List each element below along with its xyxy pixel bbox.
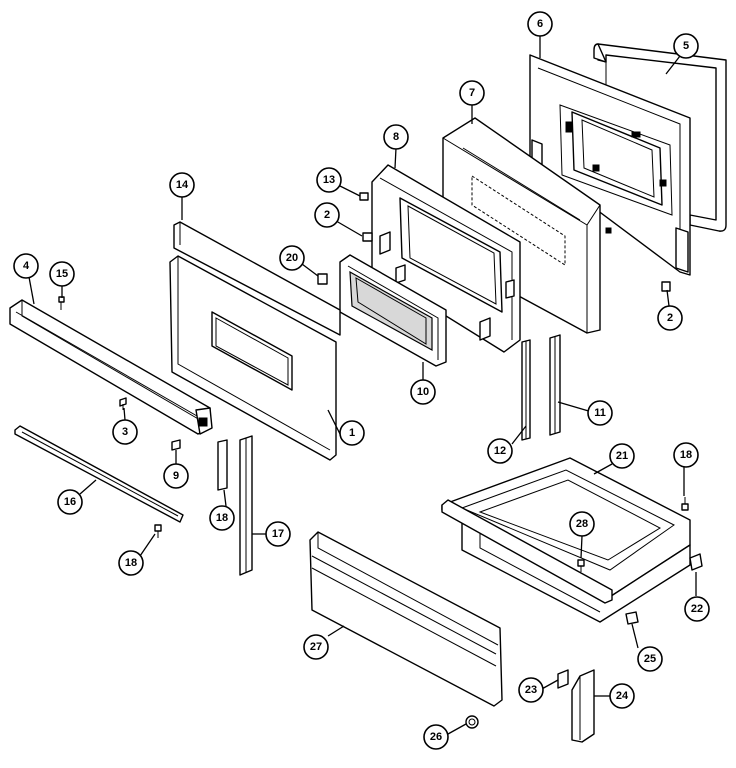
callout-label: 6 (537, 18, 543, 30)
drawer-front-panel-part (309, 531, 503, 707)
callout-label: 14 (176, 179, 189, 191)
callout-label: 2 (324, 209, 330, 221)
outer-door-panel-part (169, 255, 337, 461)
callout-label: 9 (173, 470, 179, 482)
callout-label: 4 (23, 260, 30, 272)
bumper-26 (465, 715, 479, 729)
callout-label: 18 (680, 449, 692, 461)
callout-label: 24 (616, 690, 629, 702)
callout-6: 6 (527, 11, 553, 37)
callout-label: 11 (594, 407, 606, 419)
callout-21: 21 (609, 443, 635, 469)
screw-3 (119, 397, 127, 407)
callout-label: 12 (494, 445, 506, 457)
callout-18b: 18 (118, 550, 144, 576)
clip-23 (557, 669, 569, 689)
callout-18a: 18 (209, 505, 235, 531)
callout-label: 28 (576, 518, 588, 530)
callout-4: 4 (13, 253, 39, 279)
screw-28 (577, 559, 585, 567)
callout-17: 17 (265, 521, 291, 547)
left-side-trim-part (239, 435, 253, 576)
callout-label: 1 (349, 427, 355, 439)
callout-11: 11 (587, 400, 613, 426)
small-side-trim-part (217, 439, 228, 491)
callout-label: 22 (691, 603, 703, 615)
callout-label: 7 (469, 87, 475, 99)
door-channel-left-part (521, 339, 531, 441)
callout-7: 7 (459, 80, 485, 106)
callout-1: 1 (339, 420, 365, 446)
clip-22 (689, 553, 703, 571)
door-trim-strip-part (173, 221, 341, 336)
callout-9: 9 (163, 463, 189, 489)
callout-18c: 18 (673, 442, 699, 468)
callout-label: 13 (323, 174, 335, 186)
callout-label: 26 (430, 731, 442, 743)
callout-label: 21 (616, 450, 628, 462)
door-handle-part (9, 299, 213, 435)
door-inner-frame-part (371, 164, 521, 353)
storage-drawer-part (441, 457, 691, 623)
callout-23: 23 (518, 677, 544, 703)
callout-label: 10 (417, 386, 429, 398)
drawer-side-bracket-part (571, 669, 595, 743)
small-hardware-parts (58, 192, 703, 729)
inner-door-panel-part (529, 54, 691, 276)
callout-label: 20 (286, 252, 298, 264)
door-channel-right-part (549, 334, 561, 436)
leader-lines (28, 36, 697, 735)
callout-3: 3 (112, 419, 138, 445)
callout-8: 8 (383, 124, 409, 150)
callout-label: 18 (216, 512, 228, 524)
callout-22: 22 (684, 596, 710, 622)
callout-20: 20 (279, 245, 305, 271)
screw-18 (154, 524, 162, 532)
clip-2b (661, 281, 671, 292)
lower-trim-bar-part (14, 425, 184, 523)
callout-24: 24 (609, 683, 635, 709)
callout-27: 27 (303, 634, 329, 660)
clip-2 (362, 232, 373, 242)
callout-5: 5 (673, 33, 699, 59)
callout-15: 15 (49, 261, 75, 287)
screw-18b (681, 503, 689, 511)
callout-label: 5 (683, 40, 689, 52)
callout-label: 25 (644, 653, 656, 665)
callout-2a: 2 (314, 202, 340, 228)
callout-28: 28 (569, 511, 595, 537)
callout-label: 16 (64, 496, 76, 508)
clip-13 (359, 192, 369, 201)
callout-14: 14 (169, 172, 195, 198)
callout-label: 18 (125, 557, 137, 569)
callout-13: 13 (316, 167, 342, 193)
callout-12: 12 (487, 438, 513, 464)
clip-9 (171, 439, 181, 451)
callout-label: 15 (56, 268, 68, 280)
clip-25 (625, 611, 639, 625)
callout-label: 23 (525, 684, 537, 696)
callout-26: 26 (423, 724, 449, 750)
callout-2b: 2 (657, 305, 683, 331)
callout-label: 2 (667, 312, 673, 324)
callout-25: 25 (637, 646, 663, 672)
callout-label: 27 (310, 641, 322, 653)
clip-20 (317, 273, 328, 285)
callout-label: 3 (122, 426, 128, 438)
callout-label: 8 (393, 131, 399, 143)
callout-10: 10 (410, 379, 436, 405)
callout-label: 17 (272, 528, 284, 540)
callout-16: 16 (57, 489, 83, 515)
